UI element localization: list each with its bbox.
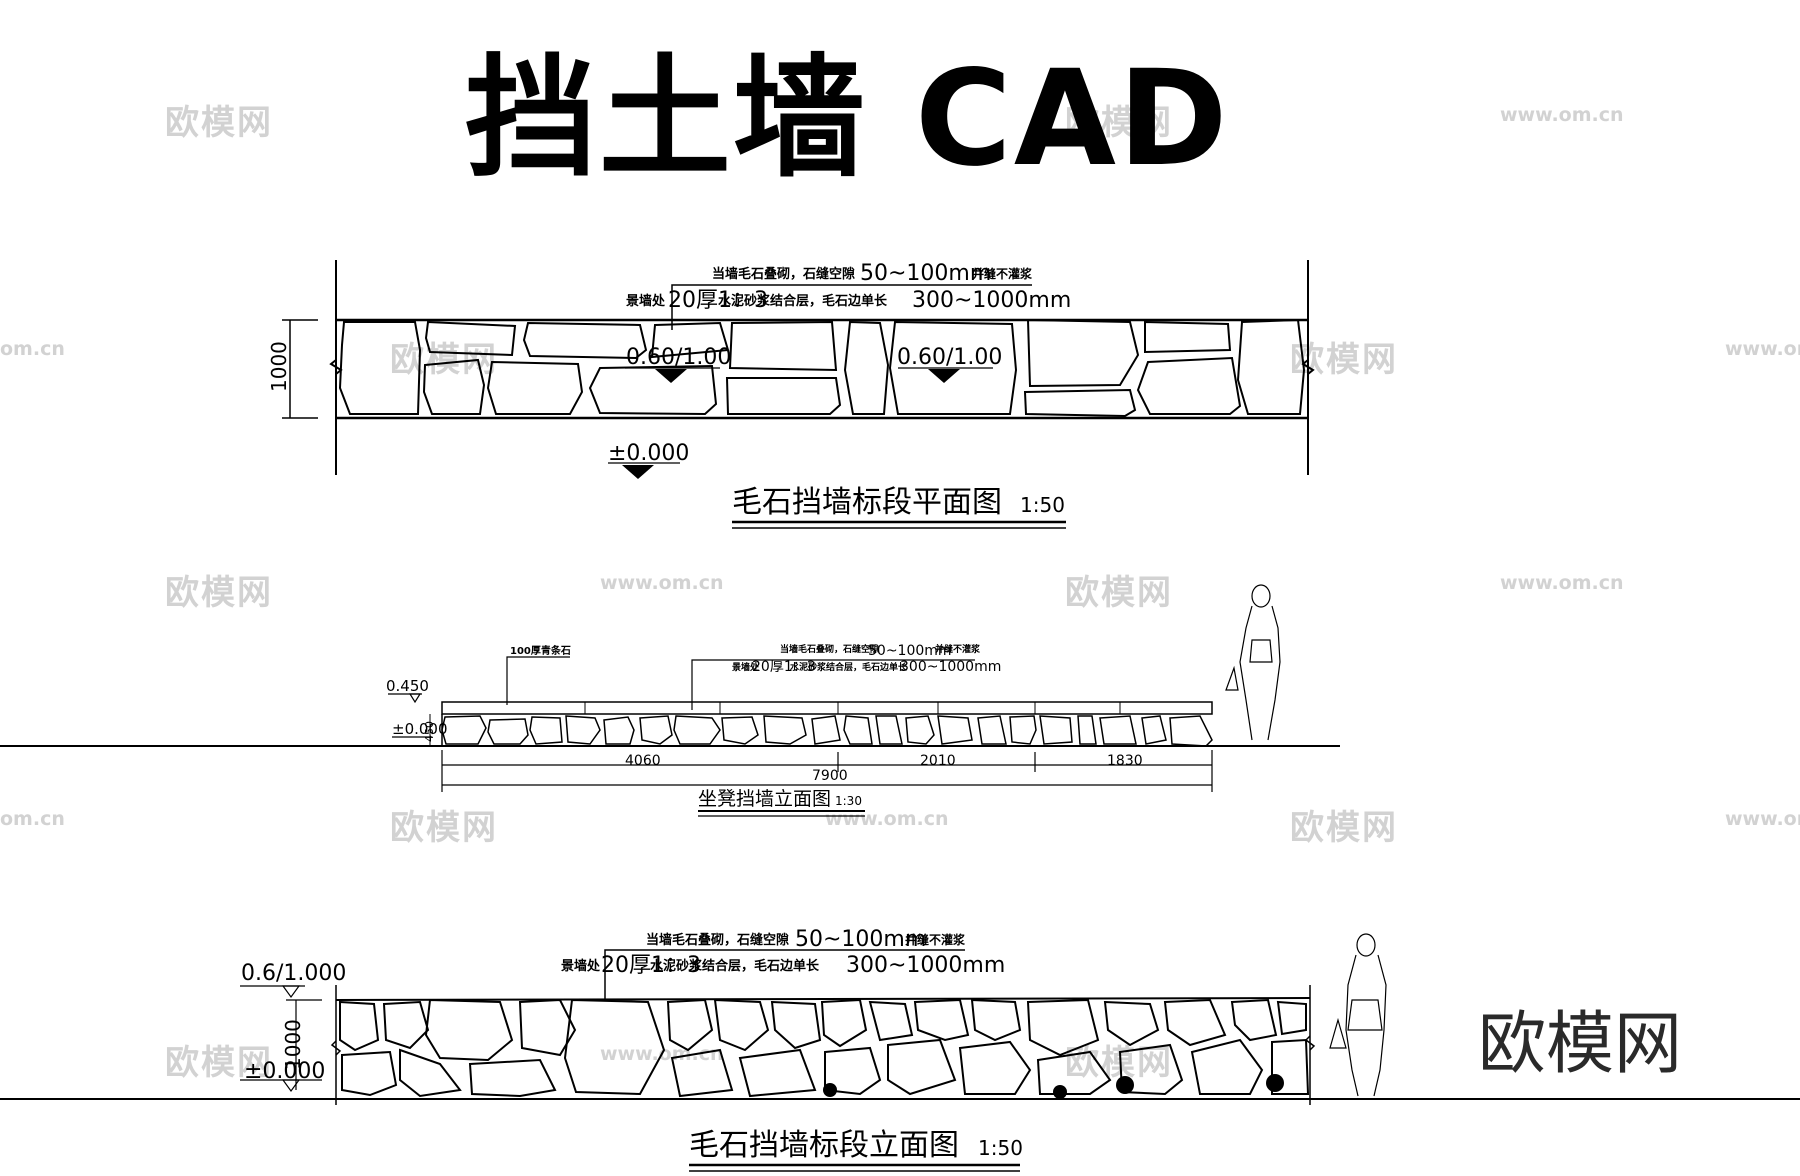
elev-note1-tail: 并缝不灌浆 <box>905 932 966 947</box>
watermark-url: www.om.cn <box>1500 572 1624 594</box>
plan-stones <box>338 318 1306 418</box>
watermark-brand-large: 欧模网 <box>1478 1005 1683 1084</box>
elev-caption: 毛石挡墙标段立面图 <box>689 1128 959 1163</box>
watermark-brand: 欧模网 <box>1065 103 1173 143</box>
shrub-icon <box>823 1074 1284 1099</box>
bench-scale: 1:30 <box>835 794 862 808</box>
elev-scale: 1:50 <box>978 1136 1023 1160</box>
watermark-brand: 欧模网 <box>1290 808 1398 848</box>
bench-dim-1: 4060 <box>625 753 661 769</box>
watermark-url: www.om.cn <box>1725 338 1800 360</box>
plan-level-ground: ±0.000 <box>608 441 689 466</box>
bench-note2-small2: 水泥砂浆结合层，毛石边单长 <box>790 661 908 673</box>
plan-note2-small: 景墙处 <box>626 293 666 309</box>
watermark-url: om.cn <box>0 808 65 830</box>
elev-note2-large2: 300~1000mm <box>846 953 1005 978</box>
person-figure <box>1225 584 1281 741</box>
watermark-url: om.cn <box>0 338 65 360</box>
elevation-view <box>0 933 1800 1172</box>
elev-level-top: 0.6/1.000 <box>241 961 346 986</box>
plan-caption: 毛石挡墙标段平面图 <box>732 485 1002 520</box>
bench-note2-large2: 300~1000mm <box>900 659 1001 675</box>
elev-dim-height: 1000 <box>281 1019 305 1070</box>
plan-note2-small2: 水泥砂浆结合层，毛石边单长 <box>718 293 888 309</box>
watermark-url: www.om.cn <box>825 808 949 830</box>
bench-note1-small: 当墙毛石叠砌，石缝空隙 <box>780 643 879 655</box>
bench-dim-side: 450 <box>423 721 436 742</box>
watermark-url: www.om.cn <box>1725 808 1800 830</box>
page-title: 挡土墙 CAD <box>465 42 1230 196</box>
plan-dim-height: 1000 <box>267 341 291 392</box>
watermark-brand: 欧模网 <box>1065 1043 1173 1083</box>
bench-dim-2: 2010 <box>920 753 956 769</box>
plan-note1-small: 当墙毛石叠砌，石缝空隙 <box>712 266 855 282</box>
watermark-brand: 欧模网 <box>165 573 273 613</box>
elev-note2-small: 景墙处 <box>561 958 601 974</box>
bench-note2-small: 景墙处 <box>732 661 760 673</box>
elev-note2-large: 20厚1：3 <box>601 953 701 978</box>
bench-dim-total: 7900 <box>812 768 848 784</box>
person-figure <box>1329 933 1387 1097</box>
bench-level-base: ±0.000 <box>392 720 448 738</box>
plan-note1-tail: 并缝不灌浆 <box>972 266 1033 281</box>
bench-note1-large: 50~100mm <box>868 643 952 659</box>
elevation-stones <box>339 998 1310 1098</box>
elev-note1-large: 50~100mm <box>795 927 926 952</box>
plan-note2-large2: 300~1000mm <box>912 288 1071 313</box>
plan-note2-large: 20厚1：3 <box>668 288 768 313</box>
plan-view <box>282 260 1315 529</box>
watermark-brand: 欧模网 <box>165 103 273 143</box>
watermark-brand: 欧模网 <box>390 808 498 848</box>
watermark-brand: 欧模网 <box>1065 573 1173 613</box>
plan-scale: 1:50 <box>1020 493 1065 517</box>
elev-note2-small2: 水泥砂浆结合层，毛石边单长 <box>650 958 820 974</box>
watermark-brand: 欧模网 <box>165 1043 273 1083</box>
bench-elevation <box>0 584 1340 817</box>
watermark-url: www.om.cn <box>600 572 724 594</box>
bench-note2-large: 20厚1：3 <box>752 659 816 675</box>
elev-note1-small: 当墙毛石叠砌，石缝空隙 <box>646 932 789 948</box>
plan-note1-large: 50~100mm <box>860 261 991 286</box>
bench-dim-3: 1830 <box>1107 753 1143 769</box>
bench-level-top: 0.450 <box>386 677 429 695</box>
bench-note1-tail: 并缝不灌浆 <box>935 643 981 655</box>
watermark-url: www.om.cn <box>1500 104 1624 126</box>
bench-stones <box>441 715 1213 747</box>
plan-level-2: 0.60/1.00 <box>897 345 1002 370</box>
elev-level-base: ±0.000 <box>244 1059 325 1084</box>
bench-caption: 坐凳挡墙立面图 <box>698 788 831 810</box>
bench-label-top: 100厚青条石 <box>510 644 571 657</box>
plan-level-1: 0.60/1.00 <box>626 345 731 370</box>
